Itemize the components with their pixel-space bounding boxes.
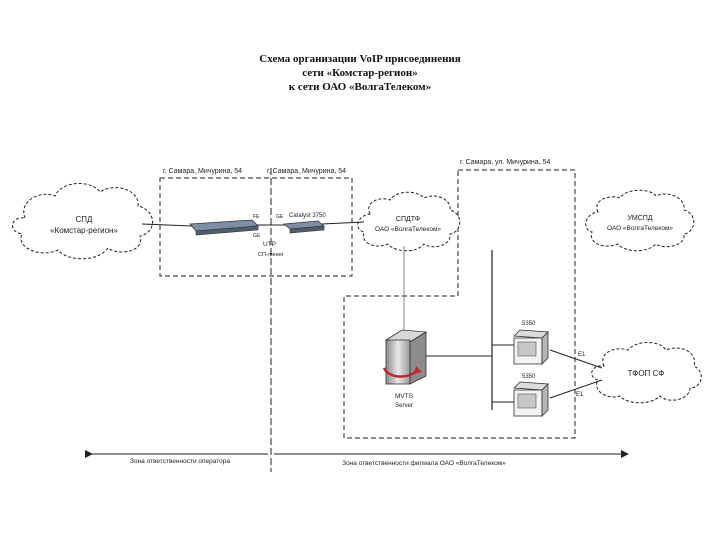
- cloud-spdtf: СПДТФ ОАО «ВолгаТелеком»: [357, 191, 461, 252]
- utp-label: UTP: [263, 241, 276, 248]
- cloud-right-line2: ОАО «ВолгаТелеком»: [607, 225, 673, 232]
- server-label-1: MVTS: [395, 393, 414, 400]
- port-fe-label: FE: [253, 214, 260, 220]
- port-e1-label-1: E1: [578, 352, 586, 358]
- zone-left-label: Зона ответственности оператора: [130, 458, 230, 465]
- mvts-server: [382, 329, 428, 385]
- port-ge-label-2: GE: [253, 233, 261, 239]
- link-cloud-router: [141, 223, 193, 227]
- port-ge-label-1: GE: [276, 214, 284, 220]
- cloud-spd-komstar: СПД «Комстар-регион»: [12, 183, 153, 260]
- address-box1: г. Самара, Мичурина, 54: [163, 168, 242, 175]
- cloud-right-line1: УМСПД: [627, 215, 652, 222]
- catalyst-switch: [282, 220, 326, 234]
- gateway-5350-1-label: 5350: [522, 321, 536, 327]
- title-line-2: сети «Комстар-регион»: [302, 67, 418, 79]
- title-line-3: к сети ОАО «ВолгаТелеком»: [288, 81, 432, 93]
- operator-router: [189, 219, 259, 236]
- cloud-left-line2: «Комстар-регион»: [50, 226, 118, 235]
- gateway-5350-2: [513, 381, 549, 417]
- volgatelecom-site-box: [343, 169, 576, 439]
- diagram-title: Схема организации VoIP присоединения сет…: [0, 52, 720, 94]
- title-line-1: Схема организации VoIP присоединения: [259, 53, 461, 65]
- cloud-middle-line2: ОАО «ВолгаТелеком»: [375, 226, 441, 233]
- cloud-umspd: УМСПД ОАО «ВолгаТелеком»: [585, 189, 695, 252]
- operator-site-box: [159, 177, 353, 277]
- zone-right-label: Зона ответственности филиала ОАО «ВолгаТ…: [342, 460, 506, 467]
- address-box2: г. Самара, Мичурина, 54: [267, 168, 346, 175]
- cloud-pstn: ТФОП СФ: [591, 342, 702, 404]
- link-catalyst-cloud: [321, 221, 365, 225]
- gateway-5350-2-label: 5350: [522, 374, 536, 380]
- address-box3: г. Самара, ул. Мичурина, 54: [460, 159, 550, 166]
- cloud-pstn-label: ТФОП СФ: [628, 369, 665, 378]
- cloud-left-line1: СПД: [76, 215, 94, 224]
- gateway-5350-1: [513, 329, 549, 365]
- catalyst-label: Catalyst 3750: [289, 213, 326, 219]
- cloud-middle-line1: СПДТФ: [396, 216, 420, 223]
- link-switch2-pstn: [549, 379, 603, 399]
- sp-line-label: СП-линия: [258, 252, 283, 258]
- server-label-2: Server: [395, 403, 413, 409]
- port-e1-label-2: E1: [576, 392, 584, 398]
- link-switch1-pstn: [549, 349, 603, 369]
